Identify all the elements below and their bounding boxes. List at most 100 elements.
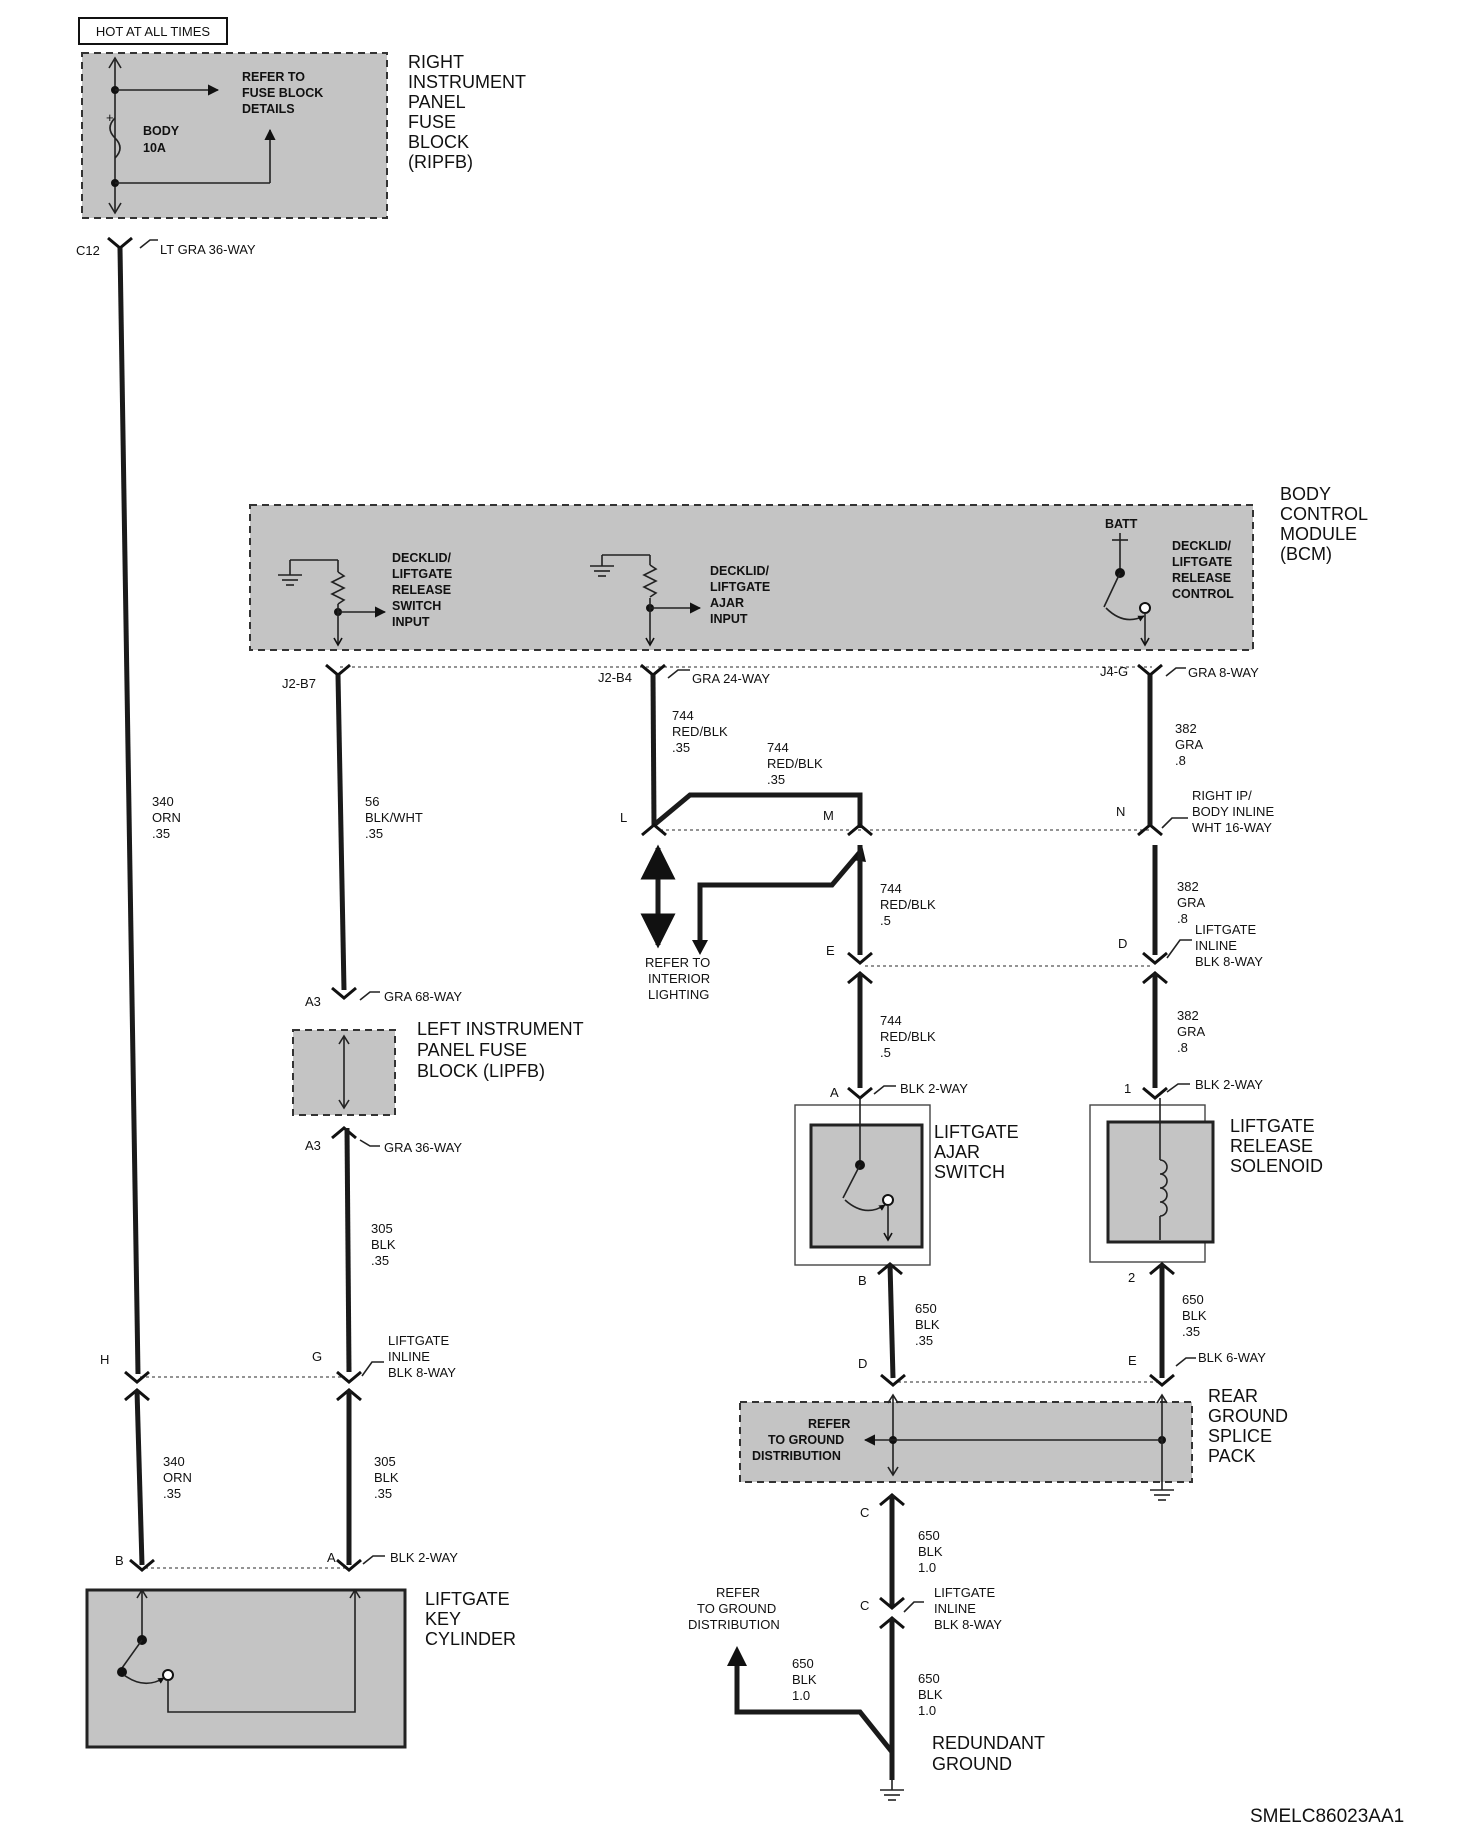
svg-text:1: 1 — [1124, 1081, 1131, 1096]
svg-text:LIFTGATE: LIFTGATE — [1195, 922, 1256, 937]
svg-text:L: L — [620, 810, 627, 825]
solenoid-name: LIFTGATE RELEASE SOLENOID — [1230, 1116, 1323, 1176]
svg-text:.5: .5 — [880, 1045, 891, 1060]
svg-text:CONTROL: CONTROL — [1172, 587, 1234, 601]
svg-text:LIFTGATE: LIFTGATE — [710, 580, 770, 594]
svg-text:SOLENOID: SOLENOID — [1230, 1156, 1323, 1176]
svg-text:BLOCK: BLOCK — [408, 132, 469, 152]
svg-text:LEFT INSTRUMENT: LEFT INSTRUMENT — [417, 1019, 584, 1039]
splice-name: REAR GROUND SPLICE PACK — [1208, 1386, 1288, 1466]
svg-text:FUSE: FUSE — [408, 112, 456, 132]
svg-text:D: D — [858, 1356, 867, 1371]
wire-56-blk-wht — [335, 674, 347, 991]
ripfb-fuse-block: + REFER TO FUSE BLOCK DETAILS BODY 10A — [81, 52, 388, 219]
wire-label-650-c: 650 BLK 1.0 — [918, 1528, 943, 1575]
ripfb-refer-3: DETAILS — [242, 102, 295, 116]
svg-text:BLK: BLK — [374, 1470, 399, 1485]
connector-b-key: B — [115, 1553, 155, 1572]
svg-text:INTERIOR: INTERIOR — [648, 971, 710, 986]
svg-text:C: C — [860, 1598, 869, 1613]
wire-label-340-upper: 340 ORN .35 — [152, 794, 181, 841]
svg-text:.8: .8 — [1175, 753, 1186, 768]
bcm-ajar-input-circuit — [590, 554, 702, 646]
connector-j4-g: J4-G GRA 8-WAY — [1100, 663, 1259, 680]
connector-1-solenoid: 1 BLK 2-WAY — [1124, 1077, 1263, 1100]
svg-text:RED/BLK: RED/BLK — [880, 897, 936, 912]
wire-label-650-e: 650 BLK 1.0 — [918, 1671, 943, 1718]
svg-text:BLK: BLK — [918, 1687, 943, 1702]
svg-text:INLINE: INLINE — [1195, 938, 1237, 953]
svg-text:SWITCH: SWITCH — [934, 1162, 1005, 1182]
liftgate-key-cylinder — [85, 1588, 407, 1749]
svg-text:LT GRA 36-WAY: LT GRA 36-WAY — [160, 242, 256, 257]
svg-text:.35: .35 — [152, 826, 170, 841]
splice-ground-icon — [1150, 1489, 1174, 1501]
interior-lighting-ref: REFER TO INTERIOR LIGHTING — [645, 955, 710, 1002]
connector-l: L — [620, 810, 667, 837]
svg-text:.8: .8 — [1177, 911, 1188, 926]
svg-text:D: D — [1118, 936, 1127, 951]
svg-text:GROUND: GROUND — [932, 1754, 1012, 1774]
svg-text:INLINE: INLINE — [934, 1601, 976, 1616]
svg-text:A: A — [830, 1085, 839, 1100]
connector-d: D — [1118, 936, 1168, 985]
svg-text:BATT: BATT — [1105, 517, 1138, 531]
svg-text:RIGHT: RIGHT — [408, 52, 464, 72]
wire-340-orn-upper — [117, 247, 141, 1375]
wire-744-red-blk-upper — [650, 674, 657, 826]
svg-text:J4-G: J4-G — [1100, 664, 1128, 679]
connector-m: M — [823, 808, 873, 837]
svg-text:BLK 8-WAY: BLK 8-WAY — [388, 1365, 456, 1380]
svg-text:BLK 8-WAY: BLK 8-WAY — [934, 1617, 1002, 1632]
svg-text:RELEASE: RELEASE — [1230, 1136, 1313, 1156]
svg-text:LIFTGATE: LIFTGATE — [1230, 1116, 1315, 1136]
svg-text:BLK 2-WAY: BLK 2-WAY — [1195, 1077, 1263, 1092]
svg-text:REFER: REFER — [808, 1417, 850, 1431]
interior-lighting-return — [697, 850, 862, 950]
svg-text:744: 744 — [672, 708, 694, 723]
liftgate-inline-desc-3: LIFTGATE INLINE BLK 8-WAY — [903, 1585, 1002, 1632]
svg-text:BLK: BLK — [1182, 1308, 1207, 1323]
svg-text:BODY: BODY — [1280, 484, 1331, 504]
svg-text:650: 650 — [1182, 1292, 1204, 1307]
svg-text:ORN: ORN — [163, 1470, 192, 1485]
wire-label-382-c: 382 GRA .8 — [1177, 1008, 1206, 1055]
svg-text:LIFTGATE: LIFTGATE — [425, 1589, 510, 1609]
svg-text:A3: A3 — [305, 994, 321, 1009]
svg-text:1.0: 1.0 — [918, 1703, 936, 1718]
svg-text:SWITCH: SWITCH — [392, 599, 441, 613]
svg-text:(RIPFB): (RIPFB) — [408, 152, 473, 172]
svg-text:LIFTGATE: LIFTGATE — [934, 1585, 995, 1600]
switch-name: LIFTGATE AJAR SWITCH — [934, 1122, 1019, 1182]
svg-text:CYLINDER: CYLINDER — [425, 1629, 516, 1649]
svg-text:E: E — [826, 943, 835, 958]
switch-outline — [794, 1104, 931, 1266]
connector-2-solenoid: 2 — [1128, 1262, 1175, 1285]
redundant-ground-name: REDUNDANT GROUND — [932, 1733, 1045, 1774]
svg-text:B: B — [115, 1553, 124, 1568]
svg-text:REAR: REAR — [1208, 1386, 1258, 1406]
svg-text:E: E — [1128, 1353, 1137, 1368]
bcm-module: DECKLID/ LIFTGATE RELEASE SWITCH INPUT D… — [249, 504, 1254, 651]
svg-text:GRA: GRA — [1175, 737, 1204, 752]
connector-c-bottom: C — [860, 1596, 905, 1630]
svg-text:J2-B7: J2-B7 — [282, 676, 316, 691]
svg-text:BLK 8-WAY: BLK 8-WAY — [1195, 954, 1263, 969]
wire-label-340-lower: 340 ORN .35 — [163, 1454, 192, 1501]
wire-label-305-upper: 305 BLK .35 — [371, 1221, 396, 1268]
svg-text:BLOCK (LIPFB): BLOCK (LIPFB) — [417, 1061, 545, 1081]
resistor-icon — [642, 564, 658, 598]
svg-text:GRA 36-WAY: GRA 36-WAY — [384, 1140, 462, 1155]
key-cylinder-name: LIFTGATE KEY CYLINDER — [425, 1589, 516, 1649]
svg-text:G: G — [312, 1349, 322, 1364]
svg-text:DECKLID/: DECKLID/ — [1172, 539, 1232, 553]
wire-label-744-a: 744 RED/BLK .35 — [672, 708, 728, 755]
bcm-name: BODY CONTROL MODULE (BCM) — [1280, 484, 1368, 564]
svg-text:382: 382 — [1177, 879, 1199, 894]
svg-text:340: 340 — [163, 1454, 185, 1469]
resistor-icon — [330, 571, 346, 605]
liftgate-inline-desc-2: LIFTGATE INLINE BLK 8-WAY — [361, 1333, 456, 1380]
diagram-code: SMELC86023AA1 — [1250, 1806, 1404, 1827]
svg-text:PANEL: PANEL — [408, 92, 466, 112]
